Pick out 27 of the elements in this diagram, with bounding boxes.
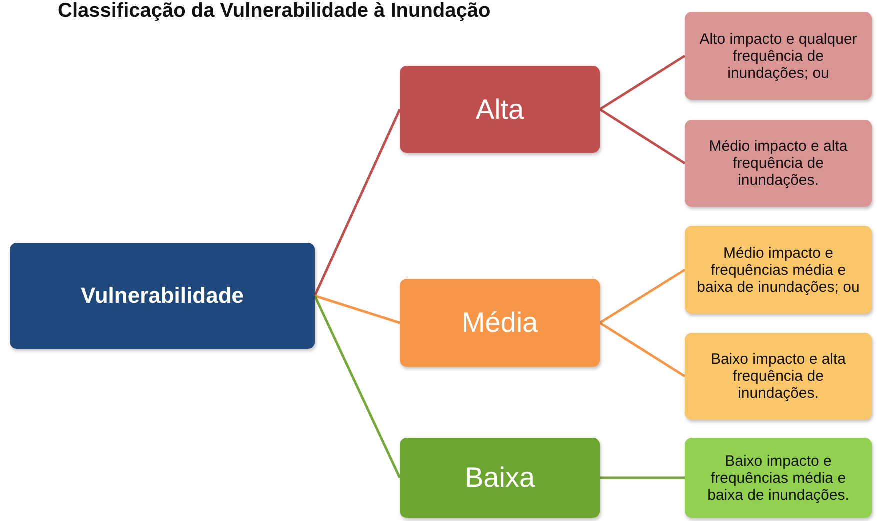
root-box	[10, 243, 315, 349]
connector-line	[314, 295, 402, 479]
node-label: Média	[462, 307, 538, 339]
connector-line	[599, 322, 686, 378]
category-box	[400, 279, 600, 367]
category-box	[400, 66, 600, 153]
node-label: Baixa	[464, 462, 536, 494]
node-label: Baixo impacto e frequências média e baixa de inundações.	[706, 452, 850, 504]
diagram-title: Classificação da Vulnerabilidade à Inundação	[58, 0, 491, 23]
description-box	[685, 438, 872, 518]
category-box	[400, 438, 600, 518]
node-label: Alto impacto e qualquer frequência de inundações; ou	[698, 30, 858, 82]
description-box	[685, 226, 872, 314]
description-box	[685, 12, 872, 100]
description-box	[685, 333, 872, 420]
node-label: Baixo impacto e alta frequência de inundações.	[710, 351, 848, 402]
node-label: Médio impacto e frequências média e baixa de inundações; ou	[696, 244, 861, 296]
connector-line	[599, 268, 686, 324]
description-box	[685, 120, 872, 207]
connector-line	[599, 54, 686, 111]
connector-line	[600, 476, 685, 480]
node-label: Vulnerabilidade	[80, 283, 244, 309]
connector-line	[314, 294, 400, 324]
connector-line	[599, 108, 686, 165]
node-label: Médio impacto e alta frequência de inundações.	[708, 138, 849, 189]
node-label: Alta	[476, 94, 524, 126]
connector-line	[314, 108, 402, 297]
